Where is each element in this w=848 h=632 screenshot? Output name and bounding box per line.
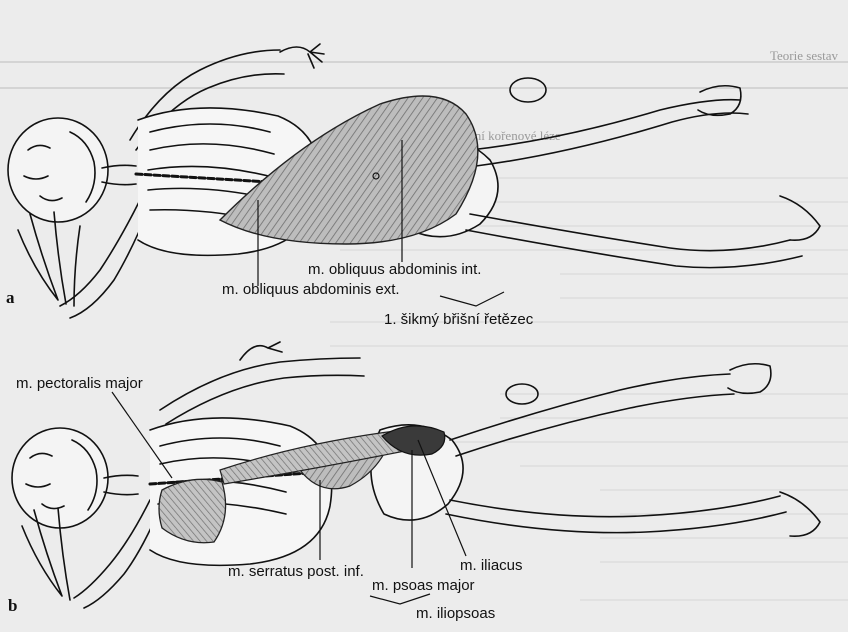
label-pectoralis-major: m. pectoralis major [16, 376, 143, 392]
label-iliacus: m. iliacus [460, 558, 523, 574]
label-serratus-post-inf: m. serratus post. inf. [228, 564, 364, 580]
label-iliopsoas: m. iliopsoas [416, 606, 495, 622]
label-psoas-major: m. psoas major [372, 578, 475, 594]
label-oblique-chain: 1. šikmý břišní řetězec [384, 312, 533, 328]
label-obliquus-int: m. obliquus abdominis int. [308, 262, 481, 278]
panel-letter-a: a [6, 288, 15, 308]
muscle-pectoralis-b [159, 479, 226, 542]
label-obliquus-ext: m. obliquus abdominis ext. [222, 282, 400, 298]
panel-letter-b: b [8, 596, 17, 616]
